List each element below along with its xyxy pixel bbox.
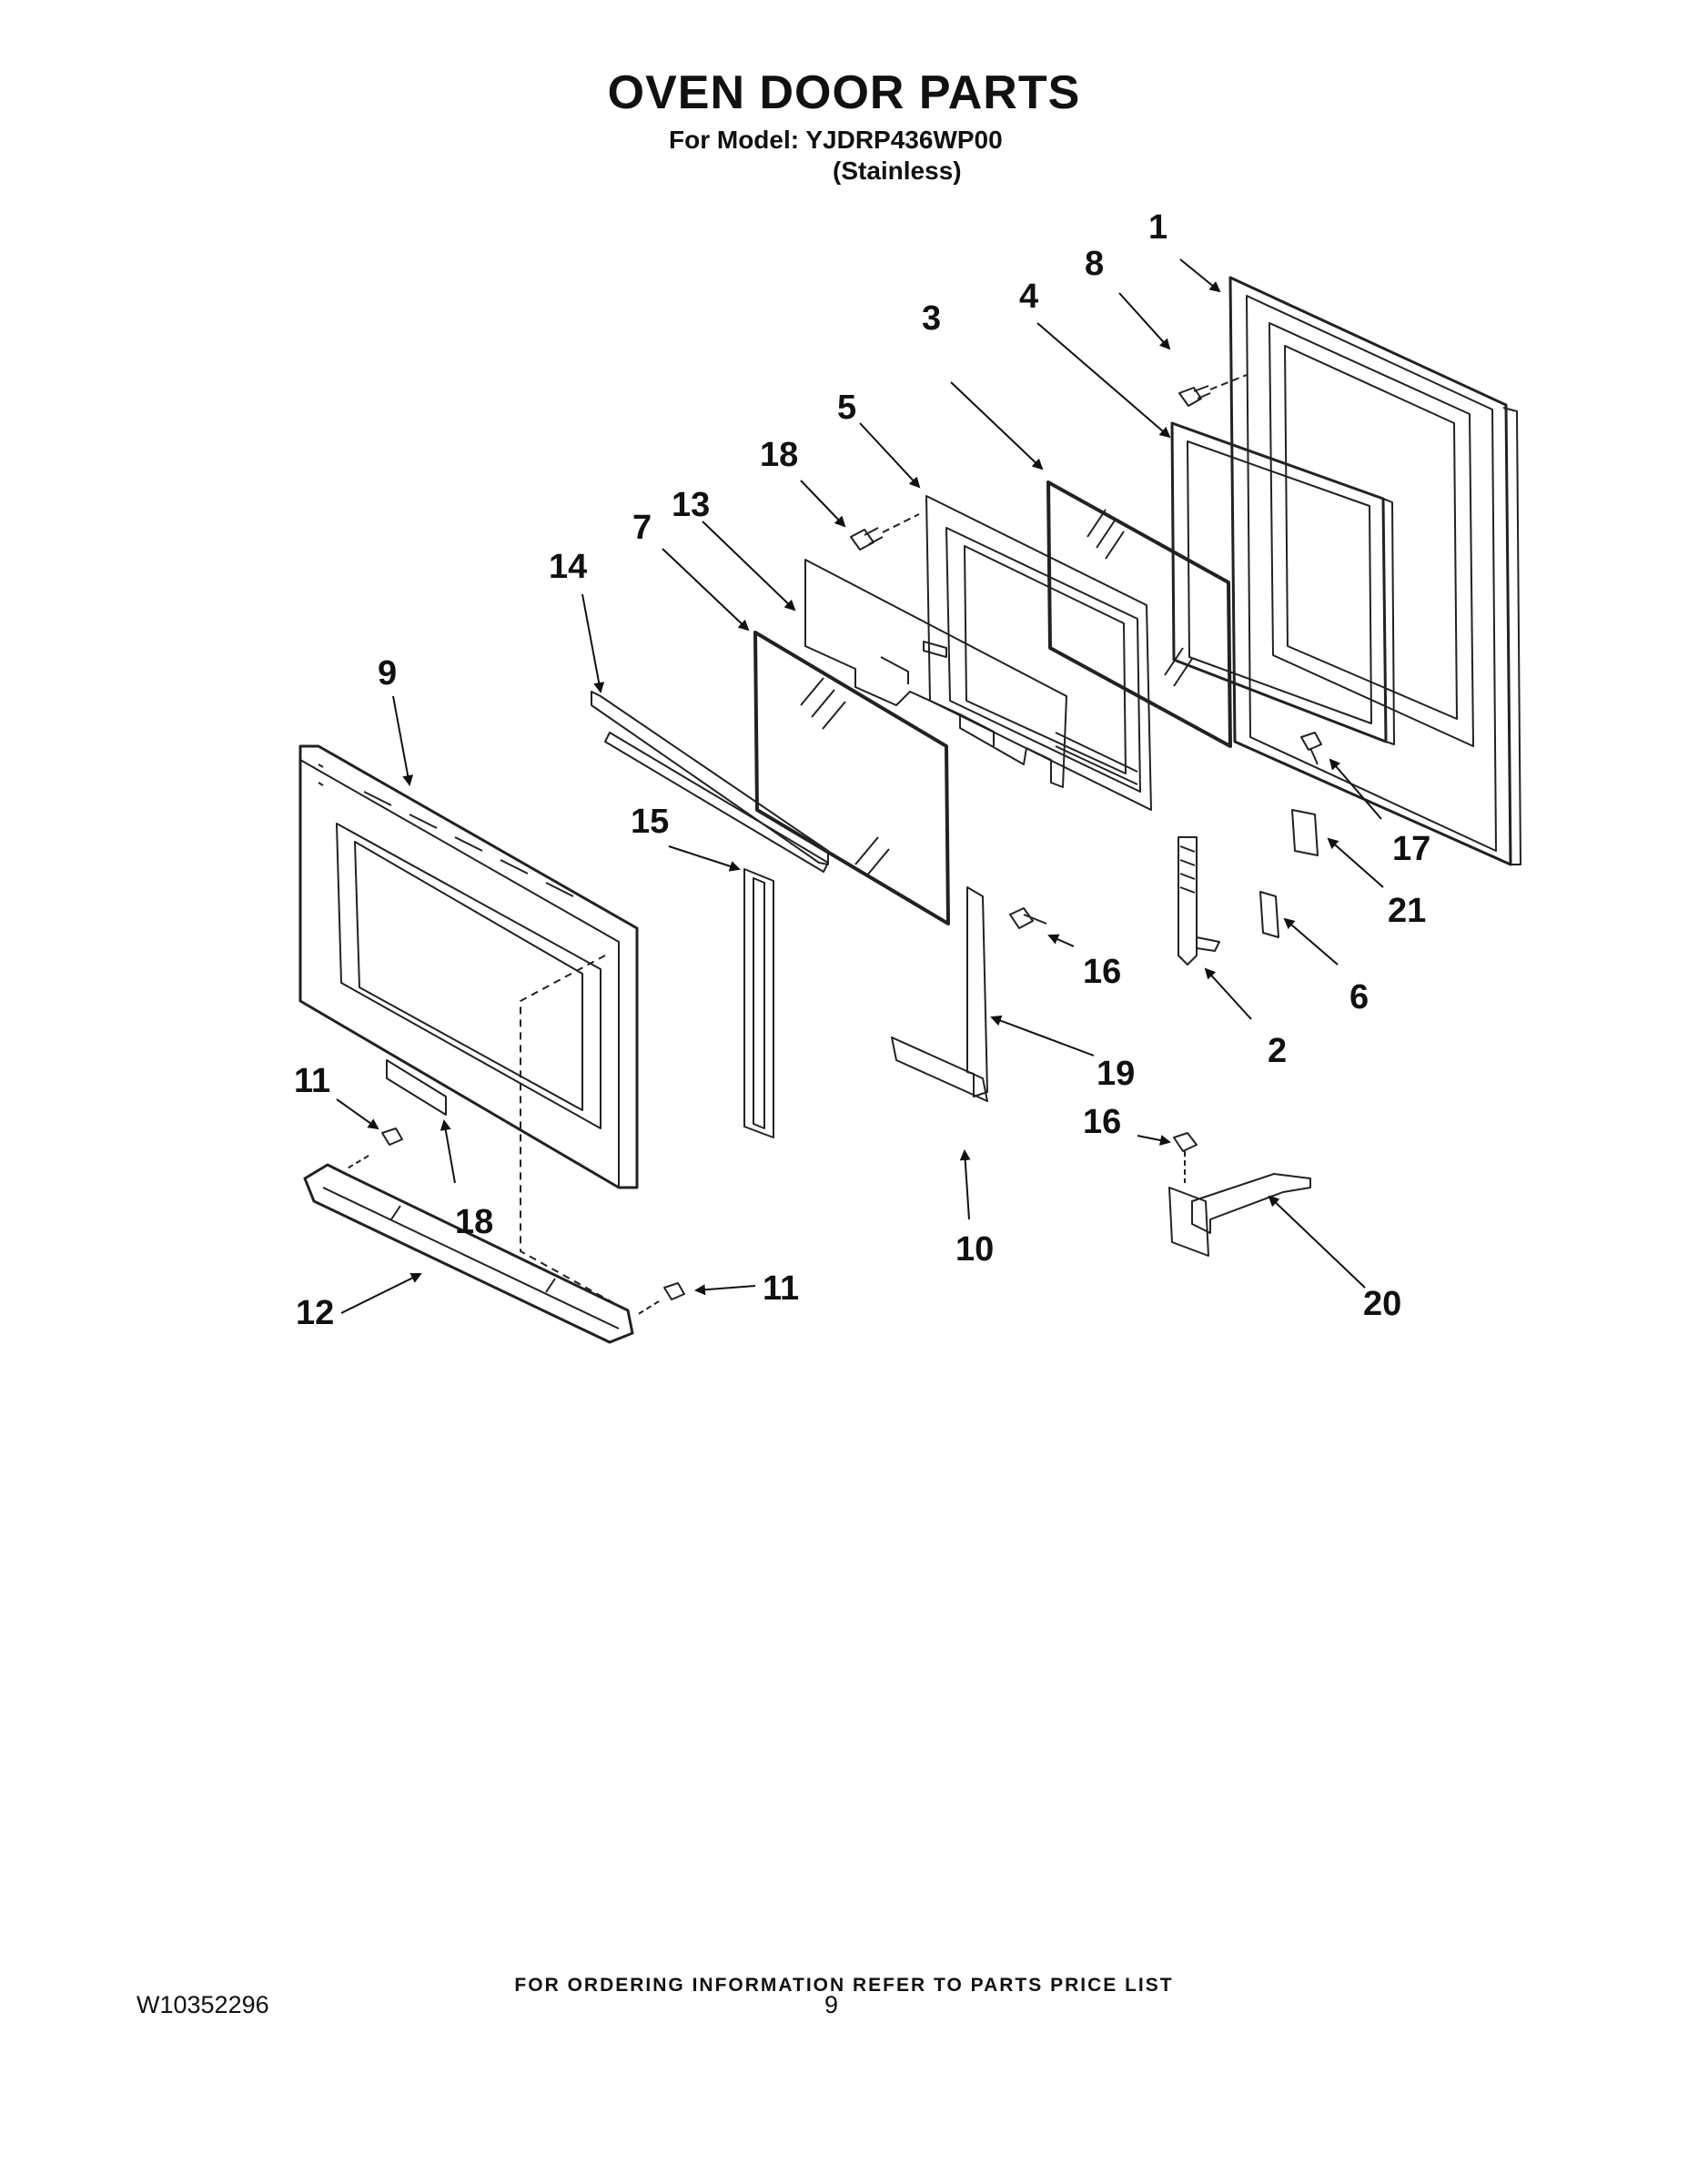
page-number: 9 (824, 1991, 839, 2018)
assembly-line (520, 955, 620, 1307)
part-top-trim (591, 691, 829, 873)
callout-10: 10 (955, 1230, 994, 1269)
model-subtitle: For Model: YJDRP436WP00 (669, 126, 1003, 154)
callout-labels: 1 8 4 3 5 18 13 7 14 9 17 21 6 15 16 2 1… (294, 208, 1430, 1332)
part-hinge-bracket (966, 886, 988, 1097)
part-outer-door-panel (298, 744, 639, 1189)
callout-11-right: 11 (763, 1269, 799, 1308)
part-screw-11-left (345, 1127, 403, 1170)
callout-8: 8 (1085, 245, 1104, 283)
part-outer-glass (753, 631, 950, 925)
part-inner-glass (1046, 480, 1232, 748)
callout-15: 15 (631, 803, 669, 841)
callout-4: 4 (1019, 278, 1038, 316)
part-hinge (1178, 836, 1220, 966)
part-screw-16-lower (1173, 1132, 1198, 1183)
callout-20: 20 (1363, 1285, 1401, 1323)
callout-3: 3 (922, 299, 941, 338)
callout-16-lower: 16 (1083, 1103, 1121, 1141)
model-variant: (Stainless) (833, 157, 962, 185)
callout-9: 9 (378, 654, 397, 693)
page-title: OVEN DOOR PARTS (607, 66, 1081, 119)
callout-2: 2 (1268, 1032, 1287, 1070)
callout-18-upper: 18 (760, 436, 798, 474)
part-screw-16-upper (1009, 907, 1047, 929)
callout-19: 19 (1097, 1055, 1135, 1093)
callout-13: 13 (672, 486, 710, 524)
callout-arrows (336, 258, 1384, 1314)
callout-18-lower: 18 (455, 1203, 493, 1241)
callout-21: 21 (1388, 892, 1426, 930)
part-door-frame (1170, 421, 1395, 745)
part-glass-retainer (925, 495, 1152, 811)
callout-5: 5 (837, 389, 856, 427)
callout-1: 1 (1148, 208, 1167, 247)
callout-12: 12 (296, 1294, 334, 1332)
callout-7: 7 (632, 509, 652, 547)
callout-6: 6 (1349, 978, 1369, 1016)
callout-17: 17 (1392, 830, 1430, 868)
part-clip-21 (1291, 809, 1319, 856)
part-clip-6 (1259, 891, 1279, 938)
part-screw-17 (1300, 732, 1322, 765)
part-lower-bracket (891, 1036, 988, 1102)
part-heat-shield (804, 559, 1067, 788)
document-number: W10352296 (136, 1991, 269, 2018)
callout-11-left: 11 (294, 1062, 330, 1100)
part-screw-8 (1178, 374, 1248, 407)
ordering-note: FOR ORDERING INFORMATION REFER TO PARTS … (514, 1975, 1174, 1996)
part-side-trim (743, 868, 774, 1138)
part-screw-18-upper (850, 513, 920, 551)
part-hinge-arm (1168, 1173, 1311, 1257)
part-screw-11-right (636, 1282, 685, 1316)
part-handle (303, 1163, 634, 1344)
callout-16-upper: 16 (1083, 953, 1121, 991)
part-inner-door-panel (1228, 276, 1521, 866)
callout-14: 14 (549, 548, 587, 586)
part-badge (386, 1059, 447, 1116)
